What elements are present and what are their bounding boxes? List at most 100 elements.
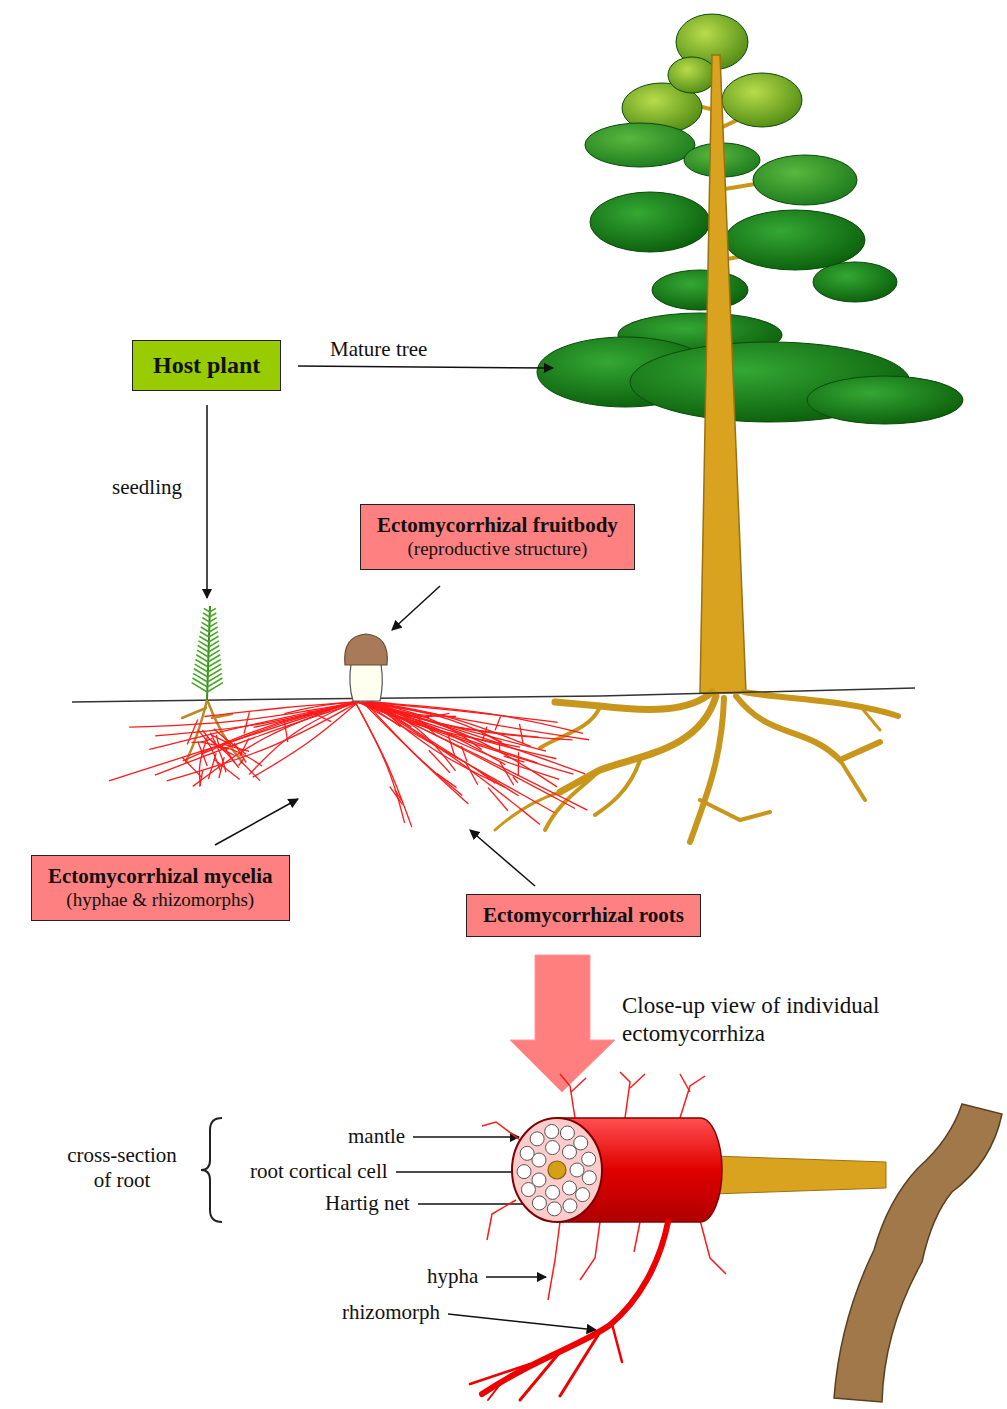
root-cortical-cells xyxy=(570,1163,584,1177)
tree-trunk xyxy=(700,55,746,693)
ectomycorrhizal-hyphae xyxy=(201,702,359,754)
root-cortical-cells xyxy=(576,1188,590,1202)
seedling xyxy=(201,627,209,632)
ectomycorrhizal-hyphae xyxy=(390,787,403,805)
cylinder-hyphae xyxy=(482,1072,726,1300)
leader-arrow xyxy=(206,405,208,598)
ectomycorrhizal-hyphae xyxy=(504,756,525,762)
tree-crown xyxy=(807,376,963,424)
tree-roots xyxy=(690,698,724,842)
bracket xyxy=(201,1118,222,1222)
leader-arrow xyxy=(448,1314,596,1330)
tree-crown xyxy=(652,270,748,310)
cylinder-hyphae xyxy=(548,1222,560,1300)
ectomycorrhizal-hyphae xyxy=(254,702,356,727)
seedling xyxy=(207,678,222,687)
ectomycorrhizal-hyphae xyxy=(210,733,226,773)
bracket xyxy=(201,1118,222,1222)
part-label: mantle xyxy=(348,1124,405,1149)
cylinder-hyphae xyxy=(680,1076,705,1118)
tree-crown xyxy=(537,14,963,424)
ectomycorrhizal-hyphae xyxy=(465,762,477,785)
tree-roots xyxy=(595,760,640,815)
part-label: seedling xyxy=(112,475,182,500)
tree-crown xyxy=(585,123,695,167)
seedling xyxy=(207,683,223,692)
root-cortical-cells xyxy=(520,1146,534,1160)
callout-box: Ectomycorrhizal fruitbody(reproductive s… xyxy=(360,504,635,570)
ectomycorrhizal-hyphae xyxy=(437,773,457,787)
root-cortical-cells xyxy=(546,1141,560,1155)
root-cortical-cells xyxy=(582,1152,596,1166)
close-up-arrow xyxy=(510,955,615,1092)
seedling xyxy=(204,608,210,612)
ectomycorrhizal-hyphae xyxy=(244,712,249,733)
seedling xyxy=(193,673,207,682)
seedling xyxy=(209,622,217,627)
tree-crown xyxy=(722,73,802,127)
woody-root xyxy=(834,1104,1002,1402)
ground-line xyxy=(72,688,915,702)
root-cortical-cells xyxy=(582,1171,596,1185)
cylinder-hyphae xyxy=(560,1074,575,1118)
cylinder-hyphae xyxy=(571,1078,586,1092)
rhizomorph xyxy=(470,1222,668,1400)
seedling xyxy=(192,606,223,700)
ectomycorrhizal-hyphae xyxy=(129,702,358,727)
cylinder-hyphae xyxy=(580,1222,600,1280)
ectomycorrhizal-hyphae xyxy=(520,724,524,744)
seedling xyxy=(200,632,209,637)
root-cortical-cells xyxy=(562,1181,576,1195)
ectomycorrhizal-hyphae xyxy=(253,702,358,777)
rhizomorph xyxy=(520,1352,560,1400)
root-connector xyxy=(712,1156,886,1194)
root-cortical-cells xyxy=(532,1196,546,1210)
part-label: root cortical cell xyxy=(250,1159,388,1184)
ectomycorrhizal-hyphae xyxy=(356,702,573,774)
cylinder-hyphae xyxy=(482,1122,520,1140)
box-subtitle: (hyphae & rhizomorphs) xyxy=(48,889,273,912)
ectomycorrhizal-hyphae xyxy=(214,729,247,754)
tree-trunk xyxy=(700,55,746,693)
cylinder-hyphae xyxy=(634,1222,640,1252)
mushroom xyxy=(345,634,388,665)
leader-arrow xyxy=(413,1136,519,1138)
root-cortical-cells xyxy=(517,1125,596,1216)
ectomycorrhizal-hyphae xyxy=(500,761,514,785)
box-subtitle: (reproductive structure) xyxy=(377,538,618,561)
seedling xyxy=(202,622,210,627)
tree-roots xyxy=(744,692,898,716)
cylinder-hyphae xyxy=(700,1220,726,1274)
ectomycorrhizal-hyphae xyxy=(200,771,203,787)
cylinder-hyphae xyxy=(620,1072,630,1118)
tree-roots xyxy=(700,800,770,820)
part-label: cross-section of root xyxy=(57,1143,187,1193)
seedling xyxy=(192,678,207,687)
box-heading: Ectomycorrhizal fruitbody xyxy=(377,513,618,538)
root-cortical-cells xyxy=(517,1165,531,1179)
seedling xyxy=(203,613,210,617)
seedling xyxy=(209,627,217,632)
leader-arrow xyxy=(418,1203,538,1205)
root-connector xyxy=(712,1156,886,1194)
ectomycorrhizal-hyphae xyxy=(366,702,587,810)
leader-arrow xyxy=(392,586,440,630)
root-cortical-cells xyxy=(545,1125,559,1139)
cylinder-hyphae xyxy=(680,1074,690,1092)
rhizomorph xyxy=(560,1332,600,1396)
ectomycorrhiza-mantle xyxy=(512,1118,722,1222)
root-cortical-cells xyxy=(521,1183,535,1197)
leader-arrow xyxy=(298,366,553,368)
box-heading: Ectomycorrhizal mycelia xyxy=(48,864,273,889)
woody-root xyxy=(834,1104,1002,1402)
tree-roots xyxy=(545,770,600,830)
ectomycorrhizal-hyphae xyxy=(495,716,501,730)
close-up-arrow xyxy=(510,955,615,1092)
tree-roots xyxy=(840,760,865,800)
ectomycorrhizal-hyphae xyxy=(358,702,537,763)
mushroom xyxy=(345,634,388,701)
ground-line xyxy=(72,688,915,702)
seedling-roots xyxy=(182,708,206,718)
